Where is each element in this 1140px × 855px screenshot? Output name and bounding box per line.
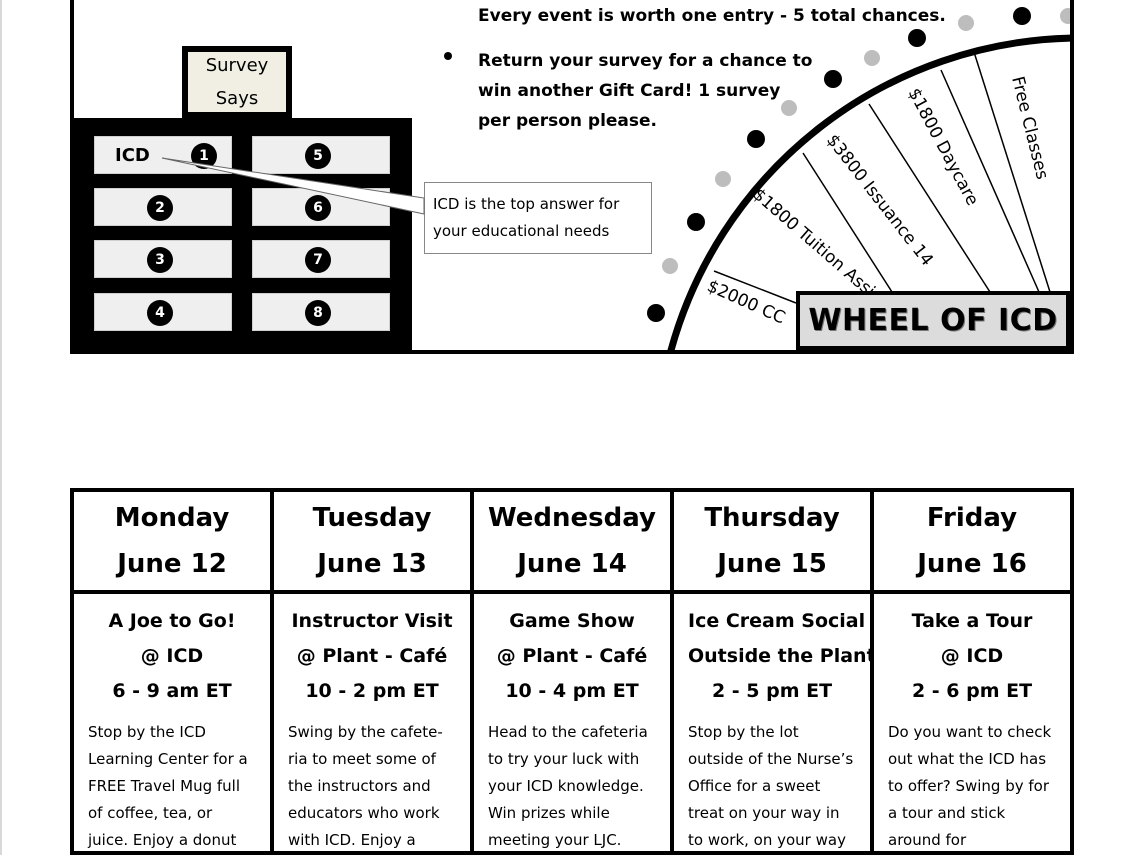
- event-description: Stop by the lot outside of the Nurse’s O…: [688, 723, 854, 849]
- event-location: @ ICD: [140, 645, 204, 667]
- schedule-column-wednesday: Wednesday June 14 Game Show @ Plant - Ca…: [474, 492, 670, 851]
- day-header: Thursday June 15: [674, 492, 870, 590]
- promo-banner: Every event is worth one entry - 5 total…: [70, 0, 1074, 354]
- event-time: 2 - 6 pm ET: [911, 680, 1033, 702]
- wheel-spoke: [868, 103, 991, 293]
- day-date: June 13: [317, 549, 427, 579]
- event-cell: Game Show @ Plant - Café 10 - 4 pm ET He…: [474, 594, 670, 851]
- answer-slot-8: 8: [252, 293, 390, 331]
- event-location: Outside the Plant: [688, 645, 870, 667]
- day-name: Thursday: [704, 503, 840, 533]
- event-title: A Joe to Go!: [108, 610, 236, 632]
- page-edge: [0, 0, 2, 855]
- wheel-segment-label: Free Classes: [1007, 74, 1052, 181]
- answer-slot-4: 4: [94, 293, 232, 331]
- day-date: June 14: [517, 549, 627, 579]
- day-date: June 12: [117, 549, 227, 579]
- wheel-spoke: [973, 51, 1051, 293]
- event-description: Stop by the ICD Learning Center for a FR…: [88, 723, 248, 849]
- schedule-column-monday: Monday June 12 A Joe to Go! @ ICD 6 - 9 …: [74, 492, 270, 851]
- wheel-segment-label: $1800 Daycare: [904, 85, 983, 209]
- answer-slot-6: 6: [252, 188, 390, 226]
- number-badge: 2: [147, 195, 173, 221]
- day-date: June 15: [717, 549, 827, 579]
- answer-slot-7: 7: [252, 240, 390, 278]
- wheel-segment-label: $3800 Issuance 14: [822, 131, 937, 270]
- schedule-column-tuesday: Tuesday June 13 Instructor Visit @ Plant…: [274, 492, 470, 851]
- wheel-title: WHEEL OF ICD: [800, 295, 1066, 346]
- wheel-graphic: $2000 CC $1800 Tuition Assist $3800 Issu…: [161, 7, 1070, 350]
- event-title: Instructor Visit: [291, 610, 453, 632]
- wheel-pegs: [647, 7, 1070, 322]
- event-description: Head to the cafeteria to try your luck w…: [488, 723, 648, 849]
- day-date: June 16: [917, 549, 1027, 579]
- wheel-rim: [667, 34, 1070, 350]
- event-time: 10 - 2 pm ET: [305, 680, 439, 702]
- survey-says-line: Says: [215, 88, 259, 109]
- day-header: Tuesday June 13: [274, 492, 470, 590]
- entry-info: Every event is worth one entry - 5 total…: [478, 6, 946, 26]
- event-location: @ ICD: [940, 645, 1004, 667]
- wheel-title-box: WHEEL OF ICD: [796, 291, 1070, 350]
- number-badge: 3: [147, 247, 173, 273]
- answer-slot-5: 5: [252, 136, 390, 174]
- day-header: Friday June 16: [874, 492, 1070, 590]
- survey-board: ICD 1 2 3 4 5 6 7 8: [74, 118, 412, 350]
- wheel-spoke: [713, 270, 797, 304]
- event-cell: Instructor Visit @ Plant - Café 10 - 2 p…: [274, 594, 470, 851]
- event-title: Game Show: [509, 610, 635, 632]
- wheel-spoke: [940, 69, 1040, 293]
- event-cell: Ice Cream Social Outside the Plant 2 - 5…: [674, 594, 870, 851]
- survey-says-line: Survey: [205, 55, 269, 76]
- event-cell: A Joe to Go! @ ICD 6 - 9 am ET Stop by t…: [74, 594, 270, 851]
- answer-label: ICD: [115, 145, 150, 166]
- event-location: @ Plant - Café: [496, 645, 648, 667]
- number-badge: 5: [305, 143, 331, 169]
- event-description: Do you want to check out what the ICD ha…: [888, 723, 1052, 849]
- event-time: 10 - 4 pm ET: [505, 680, 639, 702]
- event-time: 6 - 9 am ET: [112, 680, 232, 702]
- number-badge: 6: [305, 195, 331, 221]
- answer-slot-2: 2: [94, 188, 232, 226]
- answer-slot-3: 3: [94, 240, 232, 278]
- event-title: Ice Cream Social: [688, 610, 866, 632]
- event-time: 2 - 5 pm ET: [711, 680, 833, 702]
- day-header: Wednesday June 14: [474, 492, 670, 590]
- survey-info: Return your survey for a chance to win a…: [478, 51, 813, 131]
- schedule-column-friday: Friday June 16 Take a Tour @ ICD 2 - 6 p…: [874, 492, 1070, 851]
- event-location: @ Plant - Café: [296, 645, 448, 667]
- callout-pointer: [161, 157, 425, 215]
- number-badge: 7: [305, 247, 331, 273]
- callout-box: ICD is the top answer for your education…: [424, 182, 652, 254]
- number-badge: 8: [305, 300, 331, 326]
- schedule-column-thursday: Thursday June 15 Ice Cream Social Outsid…: [674, 492, 870, 851]
- day-name: Tuesday: [312, 503, 432, 533]
- day-name: Wednesday: [488, 503, 656, 533]
- bullet-icon: [444, 52, 452, 60]
- event-schedule-table: Monday June 12 A Joe to Go! @ ICD 6 - 9 …: [70, 488, 1074, 855]
- day-header: Monday June 12: [74, 492, 270, 590]
- survey-says-sign: Survey Says: [182, 46, 292, 118]
- wheel-spoke: [802, 152, 893, 293]
- day-name: Friday: [926, 503, 1018, 533]
- number-badge: 4: [147, 300, 173, 326]
- event-description: Swing by the cafete-ria to meet some of …: [288, 723, 443, 849]
- event-title: Take a Tour: [911, 610, 1033, 632]
- day-name: Monday: [114, 503, 230, 533]
- event-cell: Take a Tour @ ICD 2 - 6 pm ET Do you wan…: [874, 594, 1070, 851]
